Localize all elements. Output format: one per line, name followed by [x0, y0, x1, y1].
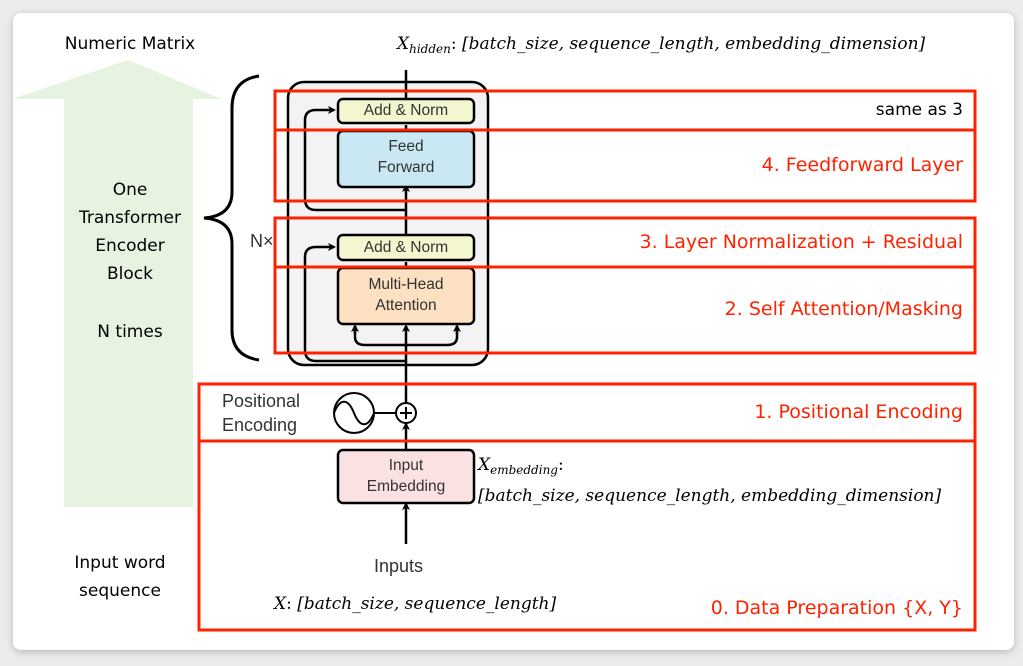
- x-input-shape: X: [batch_size, sequence_length]: [274, 594, 557, 614]
- x-embedding-dims: [batch_size, sequence_length, embedding_…: [478, 486, 942, 506]
- add-norm-top-label: Add & Norm: [363, 102, 449, 119]
- numeric-matrix-label: Numeric Matrix: [64, 34, 196, 54]
- x-hidden-shape: Xhidden: [batch_size, sequence_length, e…: [397, 34, 926, 56]
- n-times-label: N times: [97, 322, 163, 342]
- feed-forward-label: Feed Forward: [338, 136, 474, 178]
- n-times-marker: N×: [250, 231, 274, 251]
- x-hidden-subscript: hidden: [409, 42, 451, 56]
- pos-enc-line: Positional: [222, 391, 301, 411]
- residual-path-top: [303, 106, 406, 212]
- x-embedding-shape: Xembedding: [batch_size, sequence_length…: [478, 452, 941, 509]
- input-label-line: sequence: [79, 581, 161, 601]
- stage-label-same-as-3: same as 3: [875, 100, 963, 120]
- feed-forward-line: Feed: [388, 138, 424, 155]
- embedding-line: Embedding: [366, 478, 446, 495]
- input-word-sequence-label: Input word sequence: [30, 549, 210, 605]
- encoder-label-line: Transformer: [78, 208, 181, 228]
- encoder-label-line: Block: [107, 264, 153, 284]
- x-hidden-symbol: X: [397, 34, 410, 54]
- encoder-block-label: One Transformer Encoder Block: [40, 176, 220, 288]
- attention-line: Multi-Head: [368, 276, 444, 293]
- repeat-brace: [203, 74, 260, 362]
- encoder-label-line: Encoder: [95, 236, 165, 256]
- input-embedding-box: [336, 448, 476, 505]
- stage-box-0: [197, 439, 977, 632]
- add-norm-top-box: [336, 97, 476, 125]
- upward-flow-arrow: [12, 60, 222, 507]
- inputs-label: Inputs: [374, 556, 424, 576]
- attention-line: Attention: [375, 297, 437, 314]
- x-embedding-symbol: X: [478, 455, 491, 475]
- stage-box-4: [273, 128, 977, 203]
- x-input-dims: [batch_size, sequence_length]: [297, 594, 557, 614]
- attention-qkv-fork: [353, 326, 459, 347]
- stage-label-3: 3. Layer Normalization + Residual: [639, 231, 963, 253]
- input-label-line: Input word: [74, 553, 166, 573]
- multi-head-attention-label: Multi-Head Attention: [338, 274, 474, 316]
- x-input-symbol: X: [274, 594, 287, 614]
- feed-forward-line: Forward: [377, 159, 435, 176]
- stage-label-1: 1. Positional Encoding: [754, 401, 963, 423]
- stage-box-2: [273, 265, 977, 355]
- add-norm-bottom-label: Add & Norm: [363, 239, 449, 256]
- input-embedding-label: Input Embedding: [338, 455, 474, 497]
- x-hidden-dims: [batch_size, sequence_length, embedding_…: [462, 34, 926, 54]
- stage-label-4: 4. Feedforward Layer: [761, 154, 963, 176]
- stage-label-2: 2. Self Attention/Masking: [724, 298, 963, 320]
- positional-encoding-label: Positional Encoding: [222, 389, 300, 437]
- pos-enc-line: Encoding: [222, 415, 298, 435]
- x-embedding-subscript: embedding: [490, 463, 558, 477]
- stage-label-0: 0. Data Preparation {X, Y}: [710, 597, 963, 619]
- residual-path-bottom: [303, 243, 406, 363]
- embedding-line: Input: [388, 457, 424, 474]
- add-norm-bottom-box: [336, 233, 476, 262]
- encoder-label-line: One: [112, 180, 148, 200]
